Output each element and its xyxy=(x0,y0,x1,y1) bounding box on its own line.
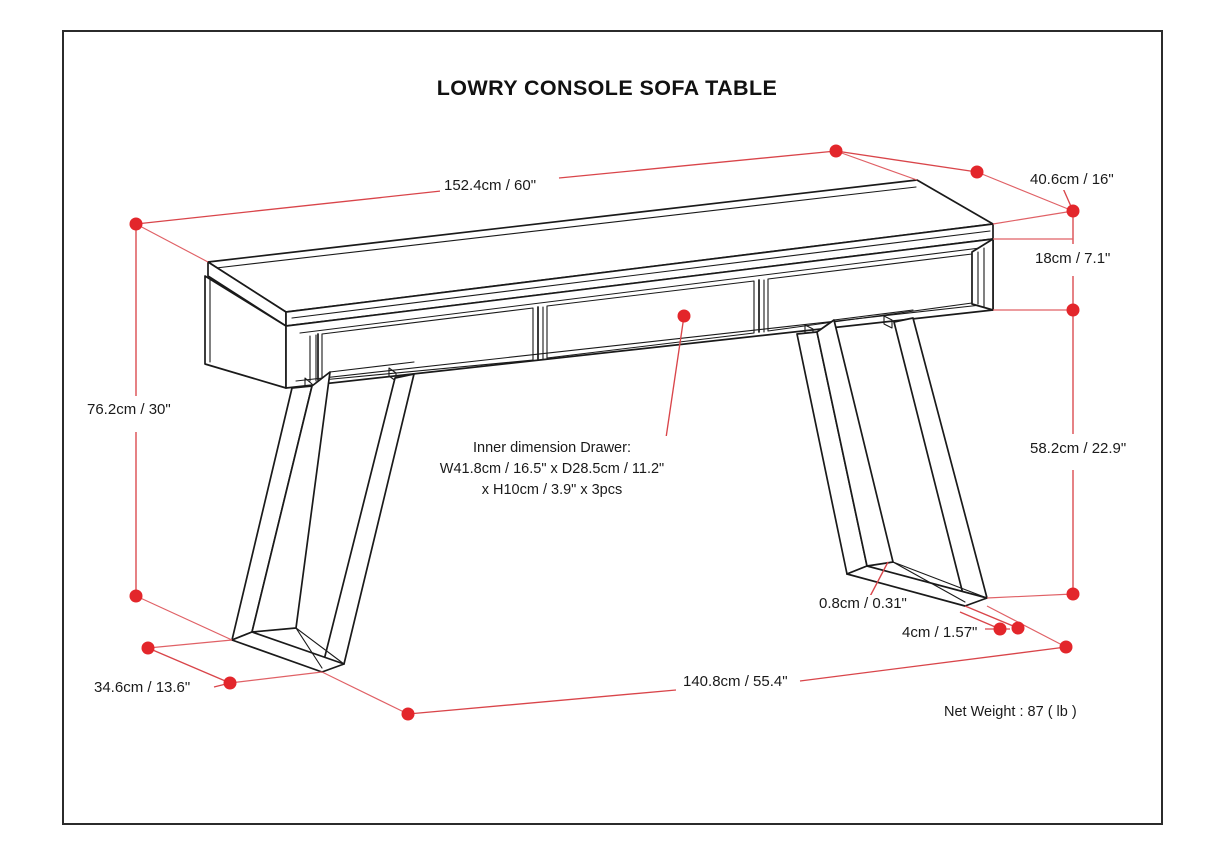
dimension-endpoint-dots xyxy=(129,144,1080,721)
drawer-note-line-2: W41.8cm / 16.5" x D28.5cm / 11.2" xyxy=(439,461,665,478)
drawer-inner-dimension-note: Inner dimension Drawer: W41.8cm / 16.5" … xyxy=(427,436,677,504)
dot-legwidth-left xyxy=(401,707,415,721)
dim-label-overall-height: 76.2cm / 30" xyxy=(83,401,175,420)
dot-drawer-callout xyxy=(677,309,691,323)
table-illustration xyxy=(204,179,994,393)
table-leg-left xyxy=(231,361,415,673)
dim-label-overall-depth: 40.6cm / 16" xyxy=(1026,171,1118,190)
dot-legwidth-b xyxy=(993,622,1007,636)
dot-depth-top xyxy=(970,165,984,179)
drawer-note-line-3: x H10cm / 3.9" x 3pcs xyxy=(481,482,623,499)
page-title: LOWRY CONSOLE SOFA TABLE xyxy=(436,76,778,100)
dot-clearance-bottom xyxy=(1066,587,1080,601)
dim-label-leg-clearance-height: 58.2cm / 22.9" xyxy=(1026,440,1131,459)
dot-legwidth-right xyxy=(1059,640,1073,654)
drawer-front-left xyxy=(309,307,534,382)
dot-legdepth-left xyxy=(141,641,155,655)
dot-width-rear xyxy=(829,144,843,158)
dim-label-leg-span-depth: 34.6cm / 13.6" xyxy=(90,679,195,698)
dim-label-leg-thickness: 0.8cm / 0.31" xyxy=(815,595,911,614)
dot-apron-bottom xyxy=(1066,303,1080,317)
dim-label-leg-width: 4cm / 1.57" xyxy=(898,624,982,643)
dim-label-apron-height: 18cm / 7.1" xyxy=(1031,250,1115,269)
dim-label-leg-span-width: 140.8cm / 55.4" xyxy=(679,673,792,692)
dot-legdepth-right xyxy=(223,676,237,690)
drawer-note-line-1: Inner dimension Drawer: xyxy=(473,440,631,456)
net-weight-label: Net Weight : 87 ( lb ) xyxy=(944,703,1077,722)
diagram-frame-border xyxy=(62,30,1163,825)
dot-depth-right xyxy=(1066,204,1080,218)
drawer-front-middle xyxy=(537,280,755,360)
case-right-end-panel xyxy=(971,238,994,311)
dot-height-bottom xyxy=(129,589,143,603)
dim-label-overall-width: 152.4cm / 60" xyxy=(440,177,541,196)
dot-width-left xyxy=(129,217,143,231)
dot-legwidth-a xyxy=(1011,621,1025,635)
table-leg-right xyxy=(796,309,988,607)
